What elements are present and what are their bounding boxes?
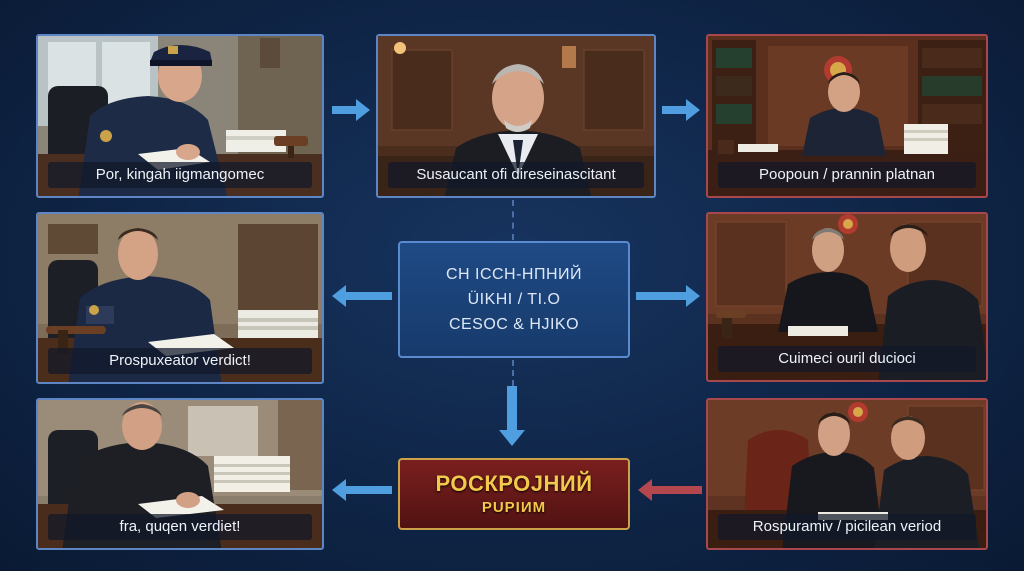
scene-courtroom: [708, 214, 986, 380]
panel-judge-office: Poopoun / prannin platnan: [706, 34, 988, 198]
center-process-box: CH ICCH-НПНИЙ ÜIKHI / TI.O CESOC & HJIKO: [398, 241, 630, 358]
panel-police-officer-writing: Por, kingah iigmangomec: [36, 34, 324, 198]
panel-caption: Prospuxeator verdict!: [48, 348, 312, 374]
dashed-connector-top: [512, 200, 514, 240]
arrow-down-icon: [499, 386, 525, 446]
result-subtitle: PUPIИM: [481, 499, 547, 516]
panel-caption: fra, quqen verdiet!: [48, 514, 312, 540]
scene-police-office: [38, 36, 322, 196]
panel-caption: Por, kingah iigmangomec: [48, 162, 312, 188]
arrow-right-icon: [636, 285, 700, 307]
arrow-left-icon: [332, 479, 392, 501]
panel-final-verdict: fra, quqen verdiet!: [36, 398, 324, 550]
panel-court-decision: Cuimeci ouril ducioci: [706, 212, 988, 382]
panel-prosecutor-verdict: Prospuxeator verdict!: [36, 212, 324, 384]
panel-caption: Susaucant ofi direseinascitant: [388, 162, 644, 188]
panel-sentence-review: Rospuramiv / picilean veriod: [706, 398, 988, 550]
center-line-1: CH ICCH-НПНИЙ: [445, 266, 583, 283]
arrow-left-icon: [332, 285, 392, 307]
panel-caption: Poopoun / prannin platnan: [718, 162, 976, 188]
result-title: РОСКРОJНИЙ: [435, 471, 593, 496]
arrow-left-red-icon: [638, 479, 702, 501]
panel-caption: Cuimeci ouril ducioci: [718, 346, 976, 372]
arrow-right-icon: [332, 99, 370, 121]
dashed-connector-bottom: [512, 360, 514, 386]
panel-man-in-suit: Susaucant ofi direseinascitant: [376, 34, 656, 198]
result-box: РОСКРОJНИЙ PUPIИM: [398, 458, 630, 530]
center-line-2: ÜIKHI / TI.O: [467, 291, 561, 308]
center-line-3: CESOC & HJIKO: [448, 316, 580, 333]
arrow-right-icon: [662, 99, 700, 121]
panel-caption: Rospuramiv / picilean veriod: [718, 514, 976, 540]
